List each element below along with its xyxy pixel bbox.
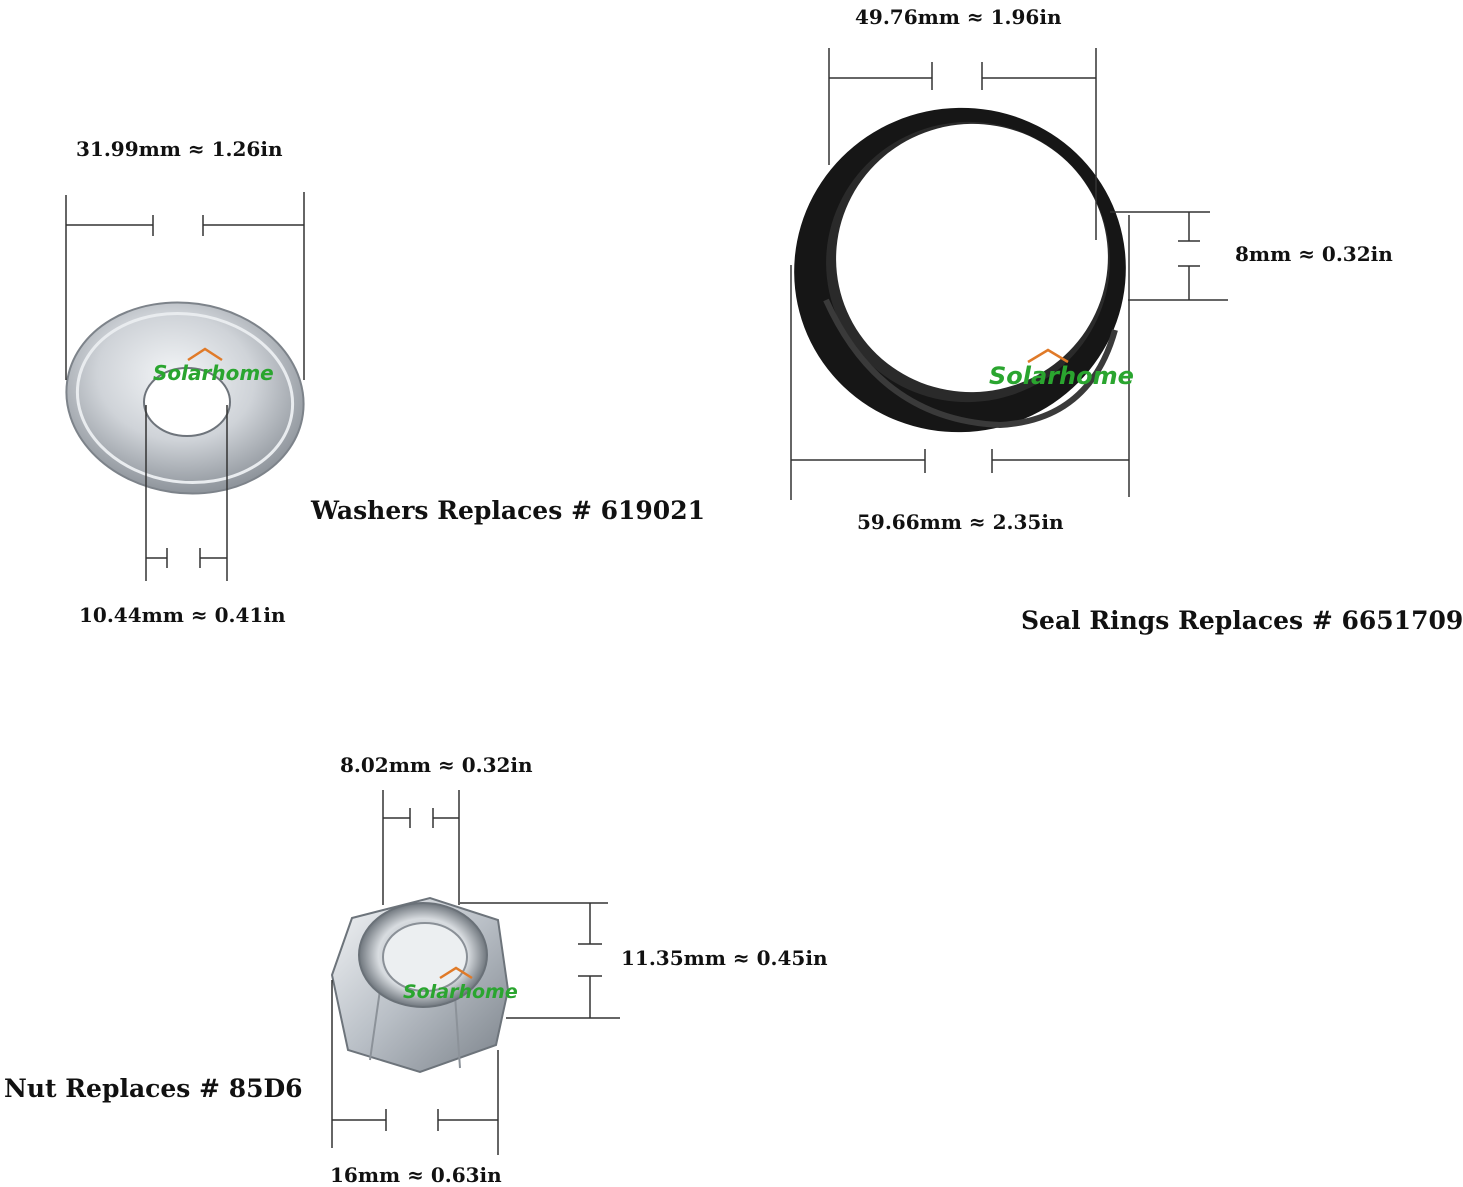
seal-ring-image xyxy=(794,107,1126,433)
washer-image xyxy=(65,301,305,495)
nut-top-dimension-label: 8.02mm ≈ 0.32in xyxy=(340,753,533,777)
seal-ring-thickness-label: 8mm ≈ 0.32in xyxy=(1235,242,1393,266)
nut-image xyxy=(330,896,510,1074)
washer-title: Washers Replaces # 619021 xyxy=(311,496,705,525)
nut-width-label: 16mm ≈ 0.63in xyxy=(330,1163,502,1187)
nut-brand-logo: Solarhome xyxy=(403,981,518,1003)
seal-ring-inner-diameter-label: 49.76mm ≈ 1.96in xyxy=(855,5,1062,29)
seal-ring-outer-diameter-label: 59.66mm ≈ 2.35in xyxy=(857,510,1064,534)
seal-ring-title: Seal Rings Replaces # 6651709 xyxy=(1021,606,1463,635)
seal-ring-dimension-lines xyxy=(790,48,1228,500)
seal-ring-brand-logo: Solarhome xyxy=(989,362,1134,390)
nut-height-label: 11.35mm ≈ 0.45in xyxy=(621,946,828,970)
washer-inner-diameter-label: 10.44mm ≈ 0.41in xyxy=(79,603,286,627)
brand-roof-icon xyxy=(187,347,1069,980)
nut-dimension-lines xyxy=(331,790,620,1155)
washer-outer-diameter-label: 31.99mm ≈ 1.26in xyxy=(76,137,283,161)
washer-brand-logo: Solarhome xyxy=(153,361,274,385)
nut-title: Nut Replaces # 85D6 xyxy=(4,1074,303,1103)
washer-dimension-lines xyxy=(65,192,305,581)
